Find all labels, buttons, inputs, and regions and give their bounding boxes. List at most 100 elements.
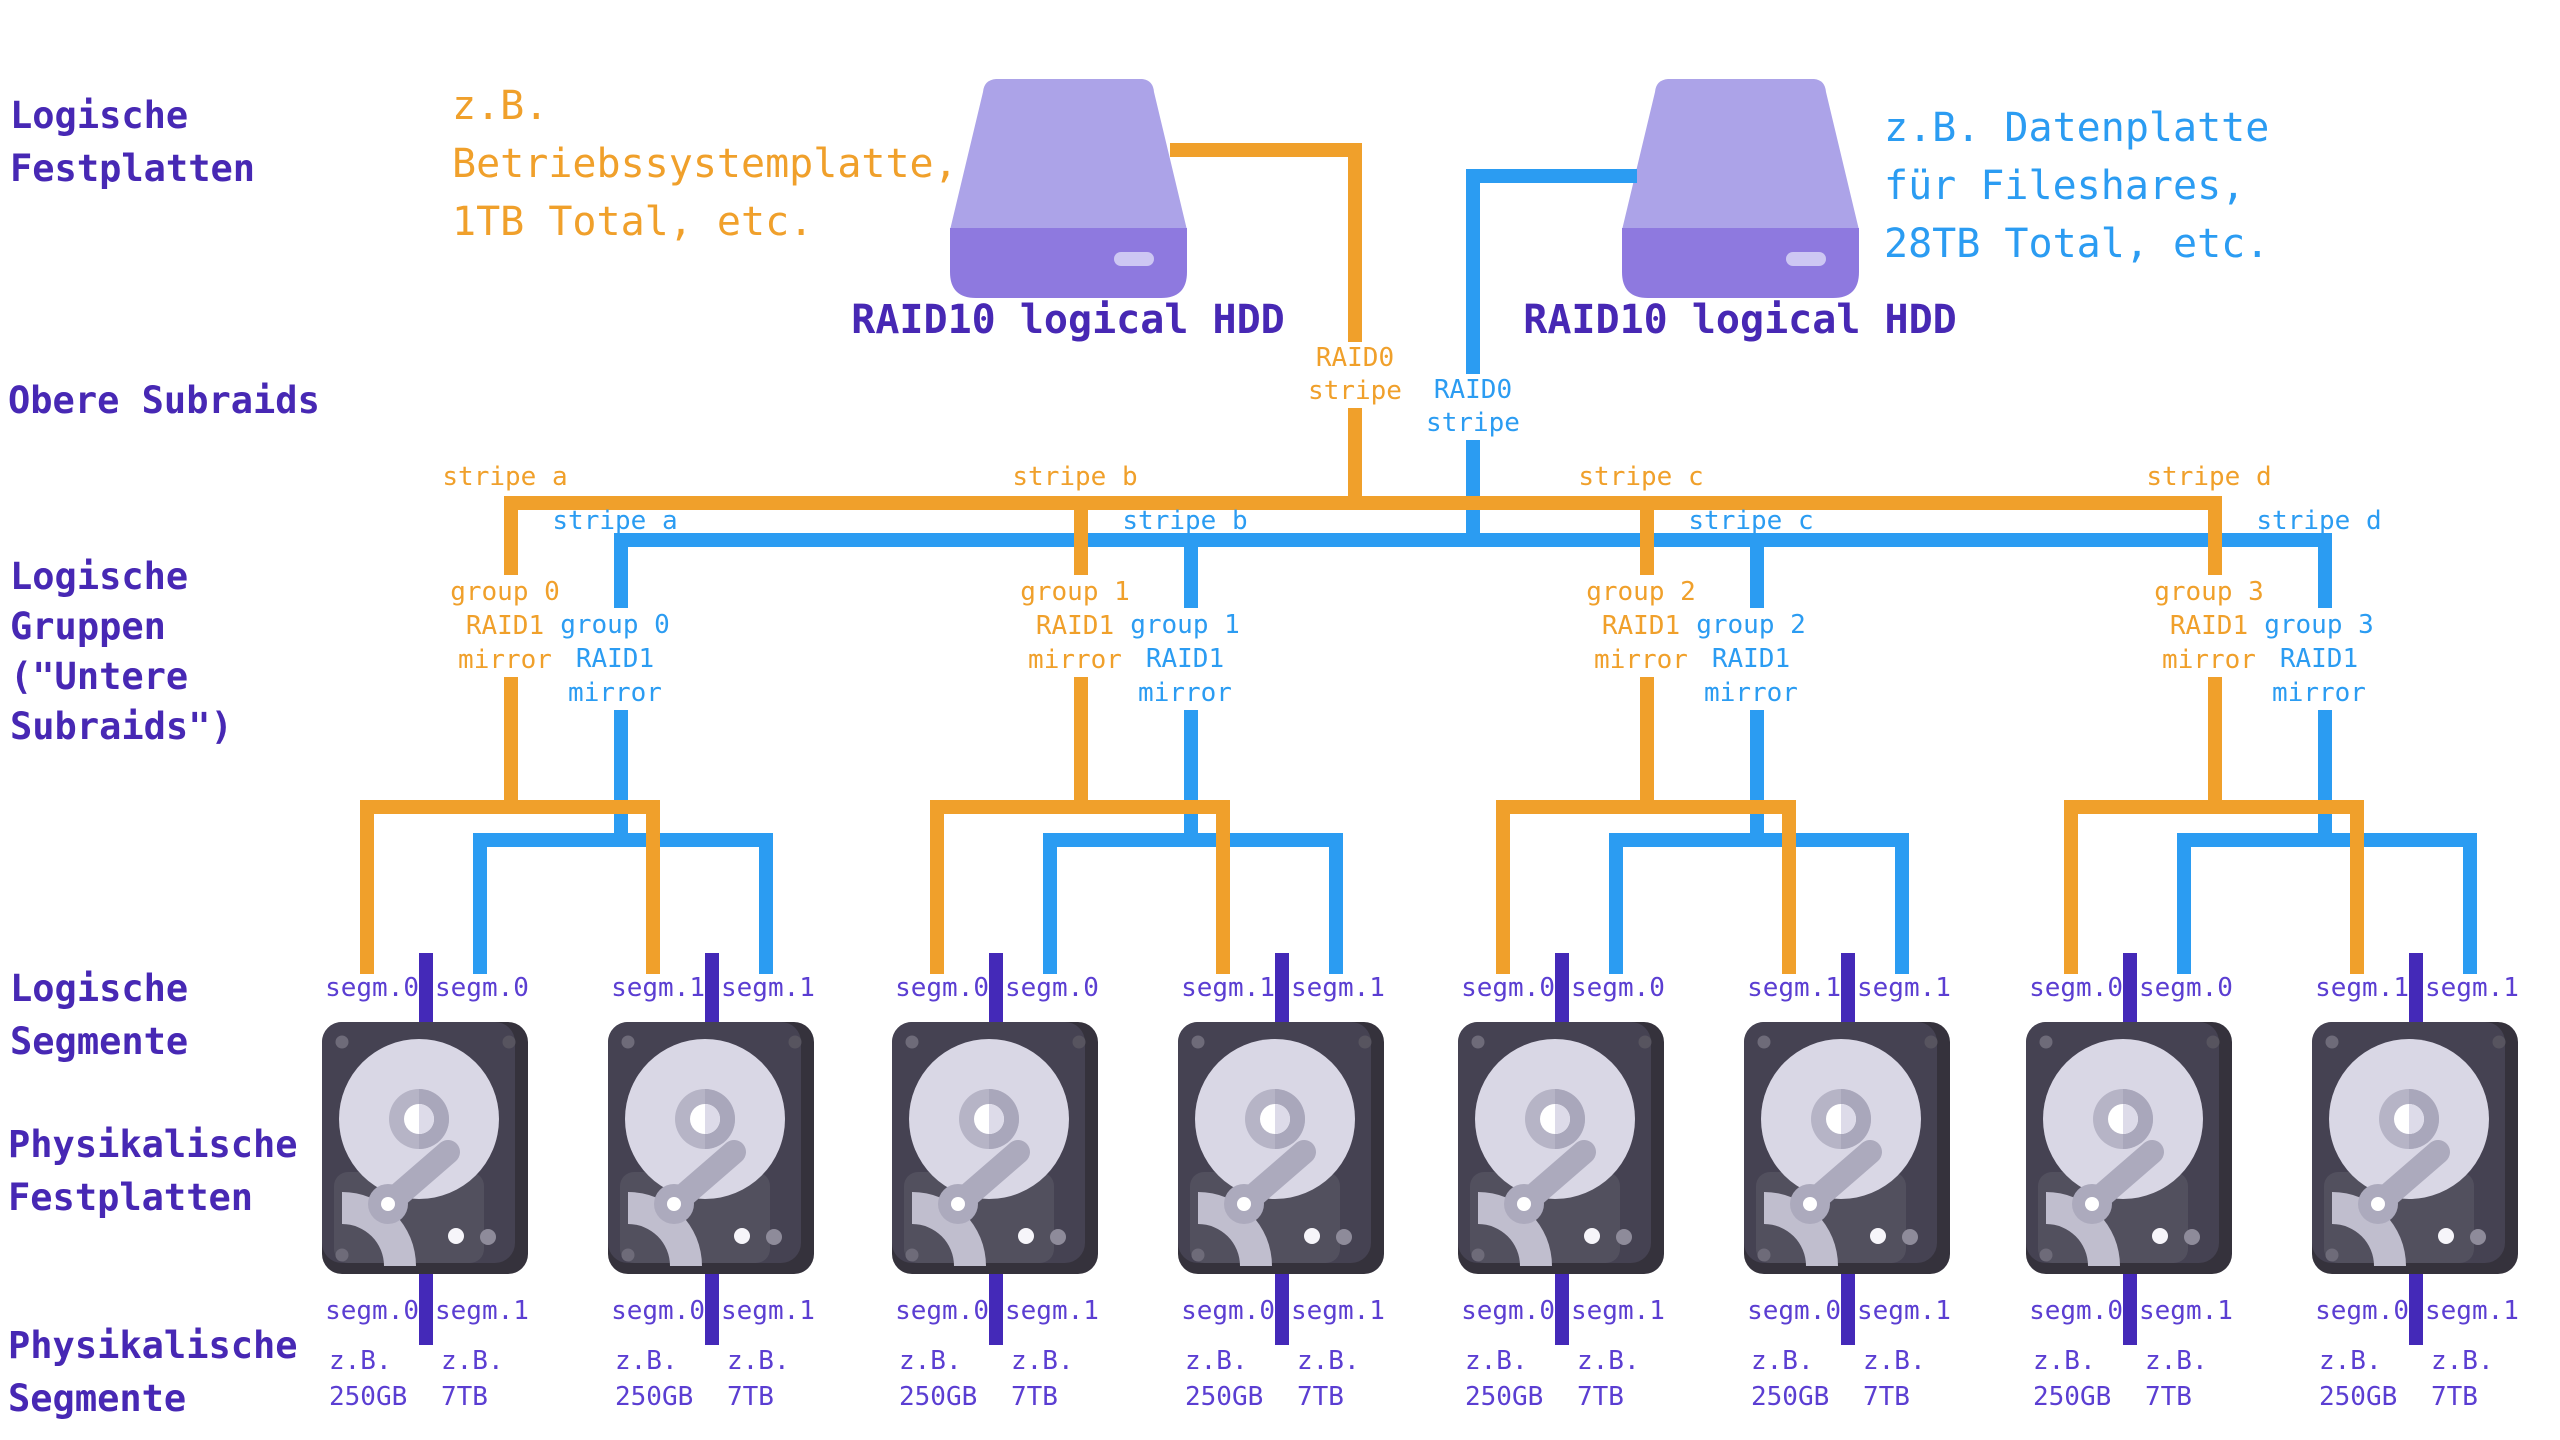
disk-bottom-segment-label: segm.1 bbox=[1857, 1296, 1951, 1326]
orange-mirror-split-0 bbox=[360, 800, 660, 974]
disk-top-segment-label: segm.0 bbox=[1571, 973, 1665, 1003]
hard-disk-platter-icon bbox=[1458, 1022, 1664, 1274]
segment-example-label: z.B. bbox=[1185, 1346, 1248, 1376]
hdd-drive-icon bbox=[1622, 79, 1859, 298]
orange-mirror-split-3 bbox=[2064, 800, 2364, 974]
segment-size-label: 7TB bbox=[441, 1382, 488, 1412]
orange-mirror-split-1 bbox=[930, 800, 1230, 974]
segment-example-label: z.B. bbox=[2033, 1346, 2096, 1376]
group-label-orange-0: group 0 RAID1 mirror bbox=[444, 575, 566, 677]
disk-bottom-segment-label: segm.1 bbox=[1571, 1296, 1665, 1326]
group-label-blue-1: group 1 RAID1 mirror bbox=[1124, 608, 1246, 710]
heading-logical-disks: Logische Festplatten bbox=[10, 94, 256, 190]
disk-bottom-segment-label: segm.0 bbox=[895, 1296, 989, 1326]
segment-size-label: 250GB bbox=[1465, 1382, 1544, 1412]
blue-mirror-split-1 bbox=[1043, 833, 1343, 974]
disk-top-segment-label: segm.1 bbox=[2315, 973, 2409, 1003]
segment-size-label: 250GB bbox=[2033, 1382, 2112, 1412]
stripe-label-orange-1: stripe b bbox=[1012, 462, 1138, 492]
segment-example-label: z.B. bbox=[329, 1346, 392, 1376]
stripe-label-blue-1: stripe b bbox=[1122, 506, 1248, 536]
disk-top-segment-label: segm.0 bbox=[325, 973, 419, 1003]
segment-example-label: z.B. bbox=[1297, 1346, 1360, 1376]
disk-bottom-segment-label: segm.0 bbox=[1461, 1296, 1555, 1326]
group-label-orange-3: group 3 RAID1 mirror bbox=[2148, 575, 2270, 677]
segment-example-label: z.B. bbox=[1863, 1346, 1926, 1376]
orange-mirror-split-2 bbox=[1496, 800, 1796, 974]
hdd-title-right: RAID10 logical HDD bbox=[1523, 297, 1957, 343]
hdd-title-left: RAID10 logical HDD bbox=[851, 297, 1285, 343]
group-label-blue-3: group 3 RAID1 mirror bbox=[2258, 608, 2380, 710]
segment-example-label: z.B. bbox=[441, 1346, 504, 1376]
disk-bottom-segment-label: segm.0 bbox=[2315, 1296, 2409, 1326]
segment-size-label: 250GB bbox=[1185, 1382, 1264, 1412]
disk-bottom-segment-label: segm.0 bbox=[611, 1296, 705, 1326]
disk-top-segment-label: segm.1 bbox=[611, 973, 705, 1003]
group-label-blue-0: group 0 RAID1 mirror bbox=[554, 608, 676, 710]
raid0-stripe-label-orange: RAID0 stripe bbox=[1304, 342, 1406, 408]
segment-example-label: z.B. bbox=[1465, 1346, 1528, 1376]
group-label-orange-1: group 1 RAID1 mirror bbox=[1014, 575, 1136, 677]
segment-example-label: z.B. bbox=[2431, 1346, 2494, 1376]
heading-logical-groups: Logische Gruppen ("Untere Subraids") bbox=[10, 555, 233, 748]
disk-bottom-segment-label: segm.1 bbox=[1005, 1296, 1099, 1326]
segment-size-label: 7TB bbox=[2145, 1382, 2192, 1412]
stripe-label-blue-3: stripe d bbox=[2256, 506, 2382, 536]
stripe-label-orange-2: stripe c bbox=[1578, 462, 1704, 492]
segment-example-label: z.B. bbox=[1011, 1346, 1074, 1376]
group-label-orange-2: group 2 RAID1 mirror bbox=[1580, 575, 1702, 677]
segment-size-label: 250GB bbox=[329, 1382, 408, 1412]
stripe-label-blue-0: stripe a bbox=[552, 506, 678, 536]
disk-top-segment-label: segm.0 bbox=[2029, 973, 2123, 1003]
segment-size-label: 7TB bbox=[727, 1382, 774, 1412]
stripe-label-blue-2: stripe c bbox=[1688, 506, 1814, 536]
segment-size-label: 250GB bbox=[899, 1382, 978, 1412]
segment-size-label: 250GB bbox=[615, 1382, 694, 1412]
hard-disk-platter-icon bbox=[2312, 1022, 2518, 1274]
disk-bottom-segment-label: segm.0 bbox=[1747, 1296, 1841, 1326]
segment-size-label: 250GB bbox=[2319, 1382, 2398, 1412]
disk-top-segment-label: segm.0 bbox=[1461, 973, 1555, 1003]
hard-disk-platter-icon bbox=[1178, 1022, 1384, 1274]
disk-top-segment-label: segm.1 bbox=[2425, 973, 2519, 1003]
group-label-blue-2: group 2 RAID1 mirror bbox=[1690, 608, 1812, 710]
segment-size-label: 7TB bbox=[1297, 1382, 1344, 1412]
blue-mirror-split-3 bbox=[2177, 833, 2477, 974]
disk-top-segment-label: segm.0 bbox=[895, 973, 989, 1003]
disk-top-segment-label: segm.1 bbox=[721, 973, 815, 1003]
segment-size-label: 7TB bbox=[2431, 1382, 2478, 1412]
disk-bottom-segment-label: segm.0 bbox=[2029, 1296, 2123, 1326]
disk-top-segment-label: segm.0 bbox=[1005, 973, 1099, 1003]
heading-upper-subraids: Obere Subraids bbox=[8, 379, 320, 422]
segment-size-label: 7TB bbox=[1577, 1382, 1624, 1412]
segment-example-label: z.B. bbox=[615, 1346, 678, 1376]
disk-top-segment-label: segm.1 bbox=[1181, 973, 1275, 1003]
segment-example-label: z.B. bbox=[727, 1346, 790, 1376]
segment-example-label: z.B. bbox=[2145, 1346, 2208, 1376]
disk-top-segment-label: segm.1 bbox=[1857, 973, 1951, 1003]
disk-bottom-segment-label: segm.1 bbox=[1291, 1296, 1385, 1326]
segment-example-label: z.B. bbox=[2319, 1346, 2382, 1376]
heading-physical-segments: Physikalische Segmente bbox=[8, 1324, 298, 1420]
segment-size-label: 7TB bbox=[1011, 1382, 1058, 1412]
disk-top-segment-label: segm.0 bbox=[435, 973, 529, 1003]
blue-mirror-split-0 bbox=[473, 833, 773, 974]
heading-logical-segments: Logische Segmente bbox=[10, 967, 189, 1063]
disk-bottom-segment-label: segm.1 bbox=[721, 1296, 815, 1326]
disk-bottom-segment-label: segm.1 bbox=[2139, 1296, 2233, 1326]
disk-bottom-segment-label: segm.1 bbox=[2425, 1296, 2519, 1326]
hard-disk-platter-icon bbox=[1744, 1022, 1950, 1274]
segment-example-label: z.B. bbox=[899, 1346, 962, 1376]
orange-raid0-drop-line bbox=[1170, 143, 1362, 510]
segment-size-label: 7TB bbox=[1863, 1382, 1910, 1412]
segment-example-label: z.B. bbox=[1577, 1346, 1640, 1376]
disk-bottom-segment-label: segm.1 bbox=[435, 1296, 529, 1326]
blue-mirror-split-2 bbox=[1609, 833, 1909, 974]
disk-bottom-segment-label: segm.0 bbox=[1181, 1296, 1275, 1326]
segment-example-label: z.B. bbox=[1751, 1346, 1814, 1376]
disk-top-segment-label: segm.1 bbox=[1291, 973, 1385, 1003]
annotation-os-disk: z.B. Betriebssystemplatte, 1TB Total, et… bbox=[452, 83, 958, 245]
disk-bottom-segment-label: segm.0 bbox=[325, 1296, 419, 1326]
disk-top-segment-label: segm.0 bbox=[2139, 973, 2233, 1003]
